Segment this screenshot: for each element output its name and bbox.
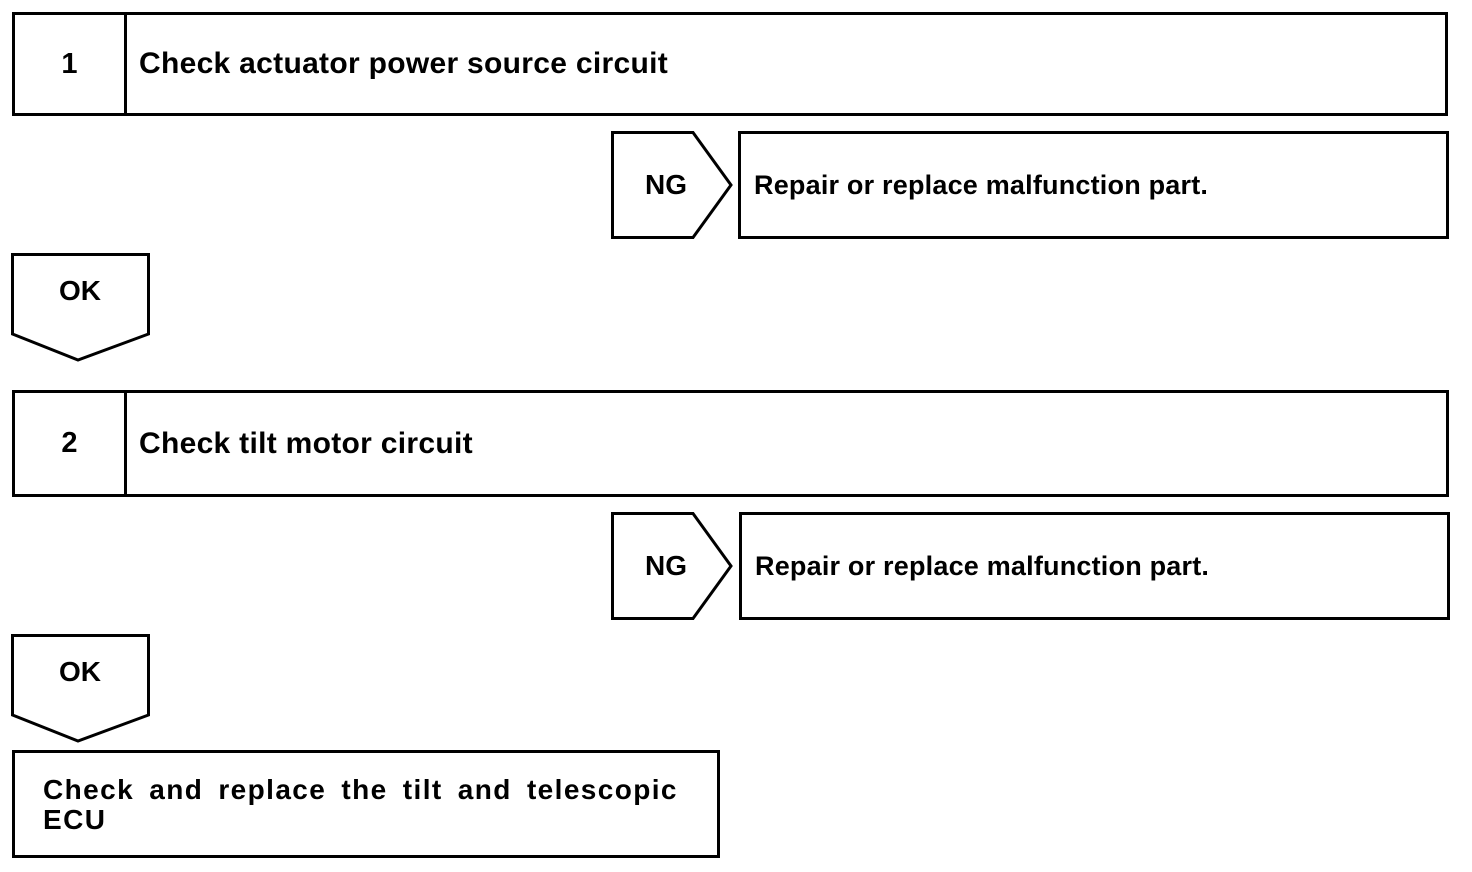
final-action-box: Check and replace the tilt and telescopi… xyxy=(12,750,720,858)
ok-1-label: OK xyxy=(59,275,101,306)
ng-1-arrow-shape xyxy=(611,131,733,239)
step-2-label: Check tilt motor circuit xyxy=(139,426,473,460)
ok-1-arrow-shape xyxy=(11,253,150,362)
ng-1-arrow: NG xyxy=(611,131,735,239)
ng-2-arrow: NG xyxy=(611,512,735,620)
ng-2-result-text: Repair or replace malfunction part. xyxy=(755,550,1210,581)
ng-1-label: NG xyxy=(645,169,687,200)
ng-1-result-text: Repair or replace malfunction part. xyxy=(754,169,1209,200)
step-1-box: 1 Check actuator power source circuit xyxy=(12,12,1448,116)
ok-2-label: OK xyxy=(59,656,101,687)
final-action-line-1: Check and replace the tilt and telescopi… xyxy=(43,774,678,805)
final-action-line-2: ECU xyxy=(43,804,107,835)
ng-2-arrow-shape xyxy=(611,512,733,620)
step-1-label: Check actuator power source circuit xyxy=(139,47,668,80)
step-1-number: 1 xyxy=(15,15,127,113)
ng-1-result-box: Repair or replace malfunction part. xyxy=(738,131,1449,239)
step-2-box: 2 Check tilt motor circuit xyxy=(12,390,1449,497)
step-2-number: 2 xyxy=(15,393,127,494)
ok-2-arrow-shape xyxy=(11,634,150,743)
ng-2-result-box: Repair or replace malfunction part. xyxy=(739,512,1450,620)
ng-2-label: NG xyxy=(645,550,687,581)
ok-2-arrow: OK xyxy=(11,634,151,744)
ok-1-arrow: OK xyxy=(11,253,151,363)
